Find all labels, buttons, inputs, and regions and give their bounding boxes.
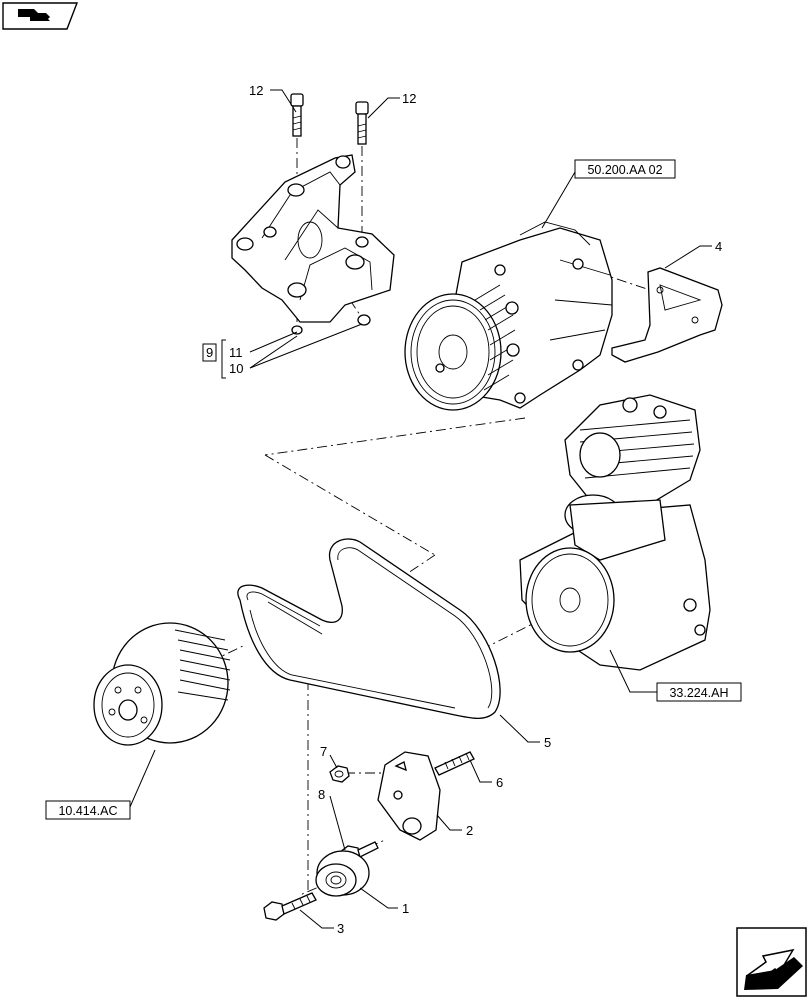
reference-box-crank-pulley[interactable]: 10.414.AC <box>45 800 131 820</box>
reference-box-compressor[interactable]: 50.200.AA 02 <box>574 159 676 179</box>
callout-12-left: 12 <box>249 83 263 98</box>
callout-10: 10 <box>229 361 243 376</box>
callout-12-right: 12 <box>402 91 416 106</box>
callout-4: 4 <box>715 239 722 254</box>
group-bracket-9 <box>202 339 226 379</box>
air-compressor <box>519 394 711 671</box>
callout-2: 2 <box>466 823 473 838</box>
callout-8: 8 <box>318 787 325 802</box>
callout-7: 7 <box>320 744 327 759</box>
callout-3: 3 <box>337 921 344 936</box>
book-arrow-icon[interactable] <box>2 2 79 30</box>
bolt-12-left <box>290 93 304 137</box>
stud-6 <box>434 751 475 776</box>
bolt-3 <box>263 892 317 921</box>
drive-belt-5 <box>237 538 501 720</box>
nut-7 <box>329 765 350 783</box>
tensioner-plate-2 <box>377 751 441 841</box>
mounting-bracket <box>231 154 395 323</box>
reference-label-crank-pulley: 10.414.AC <box>58 804 117 818</box>
callout-numbers: 12 12 4 9 11 10 5 7 6 8 2 1 3 <box>206 83 722 936</box>
reference-label-compressor: 50.200.AA 02 <box>587 163 662 177</box>
crank-pulley <box>93 622 231 746</box>
leader-lines <box>129 89 712 929</box>
reference-box-air-compressor[interactable]: 33.224.AH <box>656 682 742 702</box>
callout-9: 9 <box>206 345 213 360</box>
next-page-arrow-icon[interactable] <box>736 927 807 997</box>
dowel-pin-11 <box>291 325 303 335</box>
callout-6: 6 <box>496 775 503 790</box>
bolt-12-right <box>355 101 369 145</box>
idler-pulley-1 <box>315 850 370 897</box>
support-bracket-4 <box>611 267 723 363</box>
reference-label-air-compressor: 33.224.AH <box>669 686 728 700</box>
callout-1: 1 <box>402 901 409 916</box>
ac-compressor <box>404 221 613 411</box>
dowel-pin-10 <box>357 314 371 326</box>
callout-5: 5 <box>544 735 551 750</box>
callout-11: 11 <box>229 345 243 360</box>
